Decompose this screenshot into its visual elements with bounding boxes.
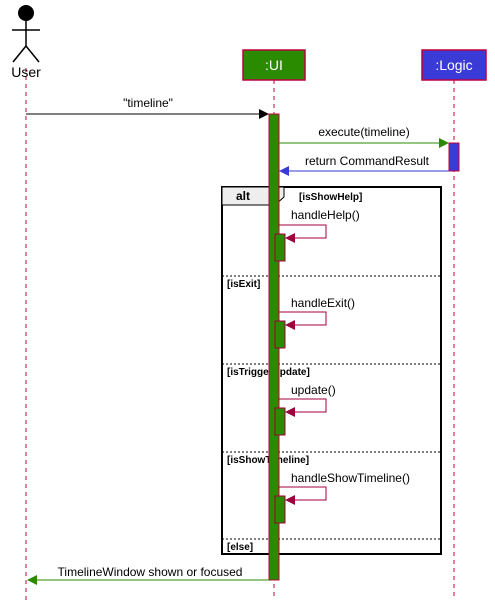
response-label: TimelineWindow shown or focused — [58, 565, 243, 579]
handle-show-timeline-activation — [274, 495, 286, 524]
user-label: User — [11, 64, 41, 80]
guard-is-trigger-update: [isTriggerUpdate] — [227, 367, 310, 378]
logic-participant-label: :Logic — [435, 57, 472, 73]
handle-exit-label: handleExit() — [291, 296, 355, 310]
user-actor-icon — [12, 5, 40, 63]
logic-activation-bar — [448, 142, 460, 172]
handle-exit-arrow — [279, 311, 327, 330]
timeline-message-label: "timeline" — [123, 96, 173, 110]
ui-participant-label: :UI — [265, 57, 283, 73]
alt-fragment-frame — [221, 186, 442, 555]
guard-is-exit: [isExit] — [227, 279, 260, 290]
update-label: update() — [291, 383, 336, 397]
alt-keyword: alt — [236, 189, 250, 203]
guard-else: [else] — [227, 542, 253, 553]
guard-is-show-help: [isShowHelp] — [299, 192, 362, 203]
handle-show-timeline-label: handleShowTimeline() — [291, 471, 410, 485]
execute-label: execute(timeline) — [318, 125, 409, 139]
handle-help-activation — [274, 233, 286, 262]
guard-is-show-timeline: [isShowTimeline] — [227, 455, 309, 466]
handle-show-timeline-arrow — [279, 486, 327, 505]
update-arrow — [279, 398, 327, 417]
logic-participant-box — [421, 49, 487, 81]
update-activation — [274, 407, 286, 436]
handle-help-label: handleHelp() — [291, 208, 360, 222]
handle-exit-activation — [274, 320, 286, 349]
return-label: return CommandResult — [305, 154, 430, 168]
ui-participant-box — [242, 49, 306, 81]
handle-help-arrow — [279, 224, 327, 243]
